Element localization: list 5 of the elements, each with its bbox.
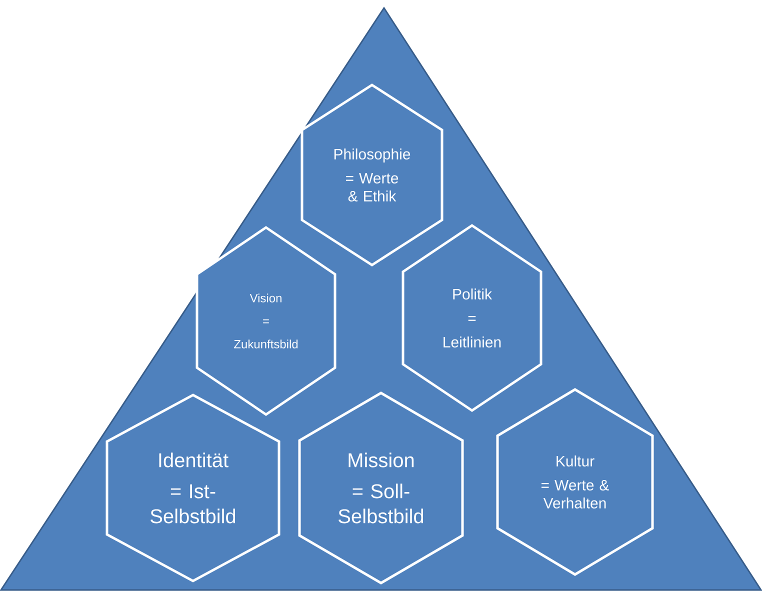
hexagon-box: Politik = Leitlinien — [402, 224, 542, 412]
hexagon-box: Kultur = Werte & Verhalten — [496, 388, 654, 576]
hexagon-box: Philosophie = Werte & Ethik — [300, 84, 444, 266]
hexagon-box: Identität = Ist-Selbstbild — [106, 394, 280, 582]
hexagon-box: Mission = Soll-Selbstbild — [298, 392, 464, 584]
